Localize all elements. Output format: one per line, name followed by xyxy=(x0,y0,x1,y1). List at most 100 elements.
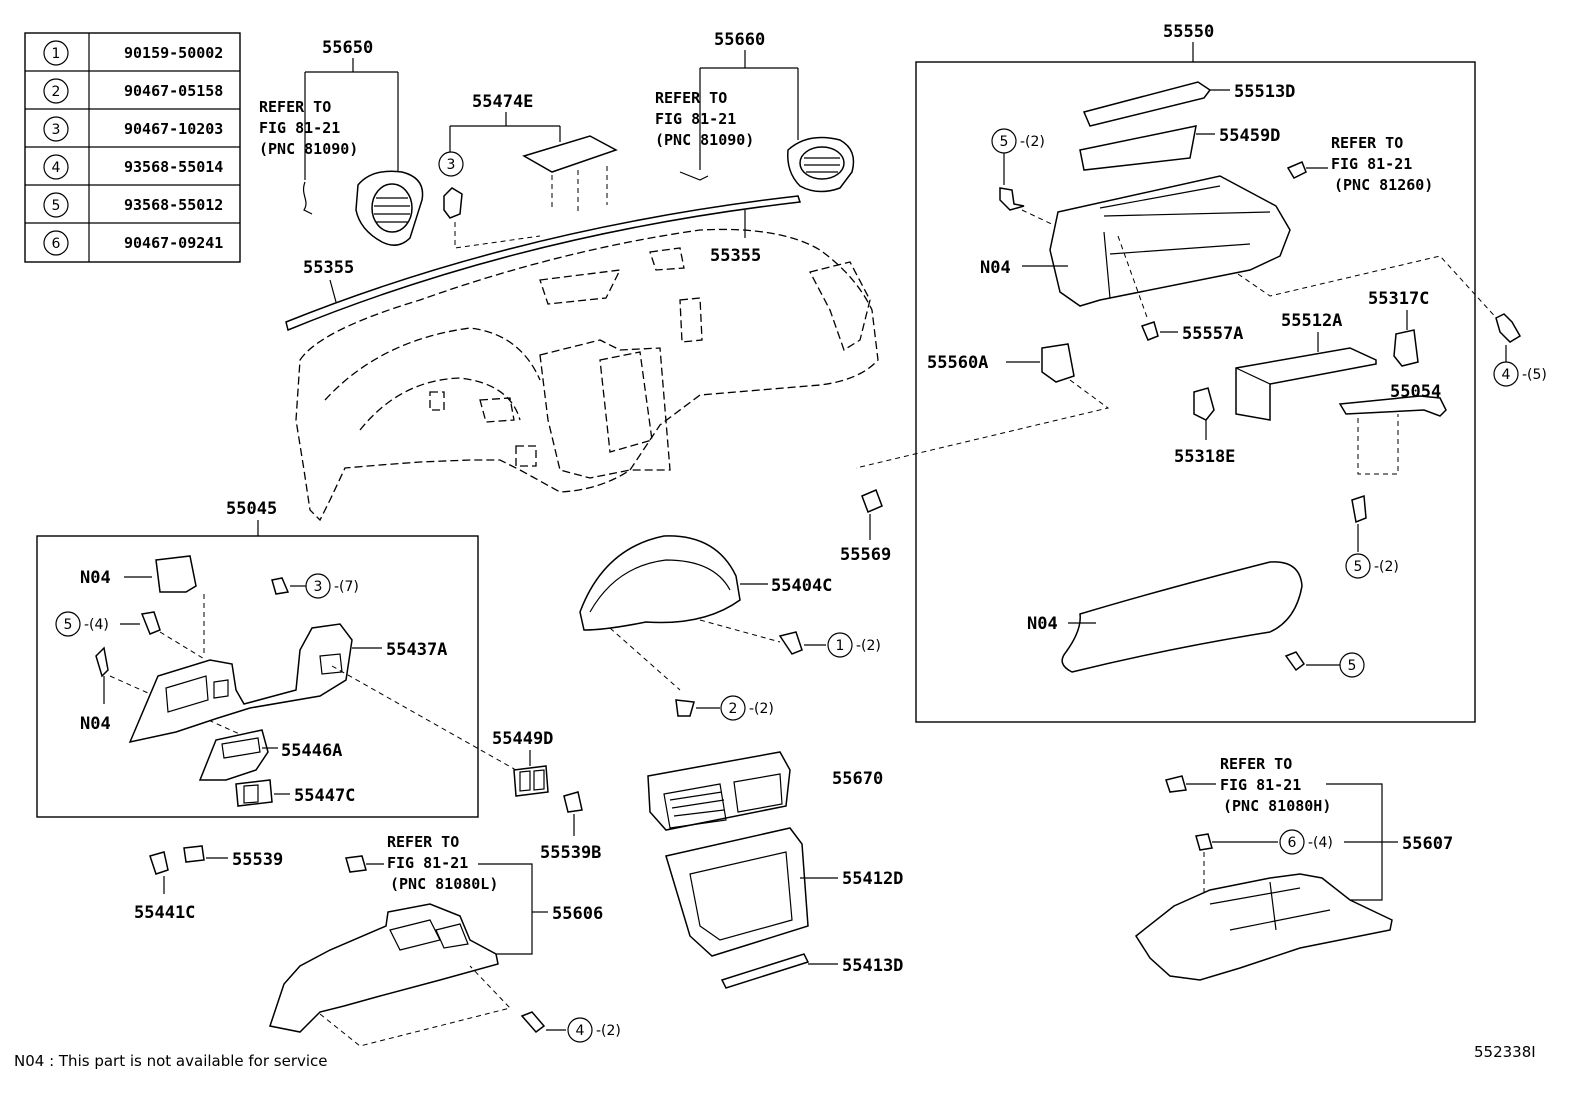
table-part-number: 90467-05158 xyxy=(124,82,223,100)
refer-note-line3: (PNC 81090) xyxy=(259,140,358,158)
callout-quantity: -(5) xyxy=(1522,367,1547,383)
label-N04-bracket: N04 xyxy=(80,714,111,734)
group-55449D: 55449D xyxy=(492,729,553,797)
refer-note-line3: (PNC 81080L) xyxy=(390,875,498,893)
group-55413D: 55413D xyxy=(720,953,903,989)
table-row: 2 90467-05158 xyxy=(43,78,223,104)
refer-note-line1: REFER TO xyxy=(1220,755,1292,773)
group-55550: 55550 55513D 55459D 5 -(2) REFER TO FIG … xyxy=(855,22,1547,723)
label-55557A: 55557A xyxy=(1182,324,1243,344)
label-55318E: 55318E xyxy=(1174,447,1235,467)
group-55045: 55045 N04 3 -(7) 5 -(4) N04 55437A xyxy=(36,499,517,818)
table-number: 6 xyxy=(52,236,61,252)
callout-quantity: -(7) xyxy=(334,579,359,595)
callout-number: 1 xyxy=(836,638,845,654)
label-55459D: 55459D xyxy=(1219,126,1280,146)
callout-number: 4 xyxy=(576,1023,585,1039)
label-55449D: 55449D xyxy=(492,729,553,749)
group-55404C: 55404C 1 -(2) 2 -(2) xyxy=(579,535,881,721)
label-55539: 55539 xyxy=(232,850,283,870)
table-row: 3 90467-10203 xyxy=(43,116,223,142)
callout-number: 5 xyxy=(64,617,73,633)
group-55412D: 55412D xyxy=(665,827,903,957)
footer-note: N04 : This part is not available for ser… xyxy=(14,1052,328,1070)
fastener-table: 1 90159-50002 2 90467-05158 3 90467-1020… xyxy=(24,32,241,263)
table-part-number: 90159-50002 xyxy=(124,44,223,62)
callout-number: 5 xyxy=(1354,559,1363,575)
label-55607: 55607 xyxy=(1402,834,1453,854)
label-55412D: 55412D xyxy=(842,869,903,889)
label-55045: 55045 xyxy=(226,499,277,519)
label-N04-switch: N04 xyxy=(80,568,111,588)
callout-quantity: -(4) xyxy=(1308,835,1333,851)
table-row: 5 93568-55012 xyxy=(43,192,223,218)
refer-note-line2: FIG 81-21 xyxy=(259,119,340,137)
table-row: 1 90159-50002 xyxy=(43,40,223,66)
label-55355-left: 55355 xyxy=(303,258,354,278)
table-part-number: 93568-55012 xyxy=(124,196,223,214)
label-55606: 55606 xyxy=(552,904,603,924)
table-row: 4 93568-55014 xyxy=(43,154,223,180)
label-55447C: 55447C xyxy=(294,786,355,806)
callout-number: 2 xyxy=(729,701,738,717)
callout-number: 4 xyxy=(1502,367,1511,383)
group-55670: 55670 xyxy=(647,751,883,831)
label-55513D: 55513D xyxy=(1234,82,1295,102)
refer-note-line2: FIG 81-21 xyxy=(1220,776,1301,794)
callout-number: 6 xyxy=(1288,835,1297,851)
table-number: 1 xyxy=(52,46,61,62)
callout-number: 5 xyxy=(1000,134,1009,150)
side-air-vent-left xyxy=(355,170,424,246)
label-55569: 55569 xyxy=(840,545,891,565)
group-55539B: 55539B xyxy=(540,791,601,863)
label-N04-glovebox: N04 xyxy=(980,258,1011,278)
label-N04-door: N04 xyxy=(1027,614,1058,634)
group-55606: REFER TO FIG 81-21 (PNC 81080L) 55606 4 … xyxy=(269,833,621,1047)
label-55437A: 55437A xyxy=(386,640,447,660)
label-55660: 55660 xyxy=(714,30,765,50)
label-55560A: 55560A xyxy=(927,353,988,373)
refer-note-line3: (PNC 81080H) xyxy=(1223,797,1331,815)
label-55474E: 55474E xyxy=(472,92,533,112)
diagram-code: 552338I xyxy=(1474,1043,1536,1061)
callout-quantity: -(2) xyxy=(1374,559,1399,575)
callout-quantity: -(2) xyxy=(1020,134,1045,150)
refer-note-line1: REFER TO xyxy=(259,98,331,116)
table-part-number: 90467-10203 xyxy=(124,120,223,138)
callout-quantity: -(2) xyxy=(749,701,774,717)
group-instrument-panel: 55355 55355 xyxy=(285,195,879,522)
table-number: 5 xyxy=(52,198,61,214)
label-55512A: 55512A xyxy=(1281,311,1342,331)
table-number: 3 xyxy=(52,122,61,138)
label-55317C: 55317C xyxy=(1368,289,1429,309)
group-55650: 55650 REFER TO FIG 81-21 (PNC 81090) xyxy=(259,38,424,246)
callout-quantity: -(2) xyxy=(596,1023,621,1039)
label-55446A: 55446A xyxy=(281,741,342,761)
callout-quantity: -(2) xyxy=(856,638,881,654)
label-55670: 55670 xyxy=(832,769,883,789)
label-55550: 55550 xyxy=(1163,22,1214,42)
table-part-number: 90467-09241 xyxy=(124,234,223,252)
group-55607: REFER TO FIG 81-21 (PNC 81080H) 6 -(4) 5… xyxy=(1135,755,1453,981)
label-55355-right: 55355 xyxy=(710,246,761,266)
table-part-number: 93568-55014 xyxy=(124,158,223,176)
refer-note-line3: (PNC 81090) xyxy=(655,131,754,149)
label-55404C: 55404C xyxy=(771,576,832,596)
side-air-vent-right xyxy=(787,136,855,193)
refer-note-line2: FIG 81-21 xyxy=(655,110,736,128)
refer-note-line3: (PNC 81260) xyxy=(1334,176,1433,194)
label-55413D: 55413D xyxy=(842,956,903,976)
refer-note-line2: FIG 81-21 xyxy=(387,854,468,872)
callout-number: 5 xyxy=(1348,658,1357,674)
refer-note-line1: REFER TO xyxy=(1331,134,1403,152)
group-55660: 55660 REFER TO FIG 81-21 (PNC 81090) xyxy=(655,30,855,193)
callout-quantity: -(4) xyxy=(84,617,109,633)
label-55539B: 55539B xyxy=(540,843,601,863)
callout-number: 3 xyxy=(314,579,323,595)
refer-note-line2: FIG 81-21 xyxy=(1331,155,1412,173)
group-55539: 55539 55441C xyxy=(134,845,283,923)
refer-note-line1: REFER TO xyxy=(387,833,459,851)
table-number: 4 xyxy=(52,160,61,176)
table-number: 2 xyxy=(52,84,61,100)
